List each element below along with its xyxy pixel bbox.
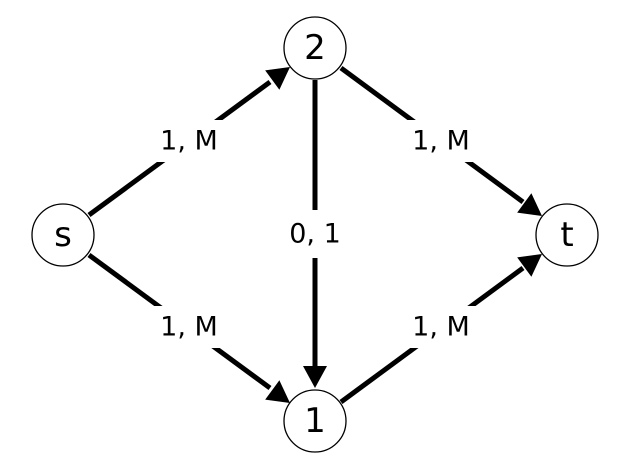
edge-2-to-1-label: 0, 1 — [289, 219, 341, 250]
node-1: 1 — [283, 389, 347, 453]
edge-s-to-2-arrowhead — [265, 67, 290, 90]
edge-2-to-1-arrowhead — [303, 366, 327, 388]
node-s-circle — [31, 203, 95, 267]
edge-2-to-t-label: 1, M — [412, 126, 470, 157]
node-1-label: 1 — [304, 401, 326, 441]
edge-2-to-t-label-bg — [406, 120, 476, 162]
node-2-label: 2 — [304, 28, 326, 68]
edge-2-to-1: 0, 1 — [280, 80, 350, 388]
node-t: t — [535, 203, 599, 267]
edge-2-to-t-arrowhead — [517, 193, 542, 216]
edge-1-to-t-label: 1, M — [412, 312, 470, 343]
edge-1-to-t-arrowhead — [517, 254, 542, 277]
edge-1-to-t: 1, M — [339, 254, 542, 405]
node-s-label: s — [54, 215, 72, 255]
node-t-circle — [535, 203, 599, 267]
node-s: s — [31, 203, 95, 267]
edge-2-to-t: 1, M — [339, 65, 542, 216]
edge-s-to-1-arrowhead — [265, 380, 290, 403]
edge-s-to-2: 1, M — [87, 67, 290, 218]
edge-1-to-t-label-bg — [406, 306, 476, 348]
edge-s-to-2-label-bg — [154, 120, 224, 162]
node-2: 2 — [283, 16, 347, 80]
node-t-label: t — [560, 215, 573, 255]
edge-s-to-1-label-bg — [154, 306, 224, 348]
node-1-circle — [283, 389, 347, 453]
edge-s-to-1-label: 1, M — [160, 312, 218, 343]
node-2-circle — [283, 16, 347, 80]
edge-s-to-2-label: 1, M — [160, 126, 218, 157]
edge-2-to-1-label-bg — [280, 210, 350, 258]
edge-s-to-1: 1, M — [87, 252, 290, 403]
